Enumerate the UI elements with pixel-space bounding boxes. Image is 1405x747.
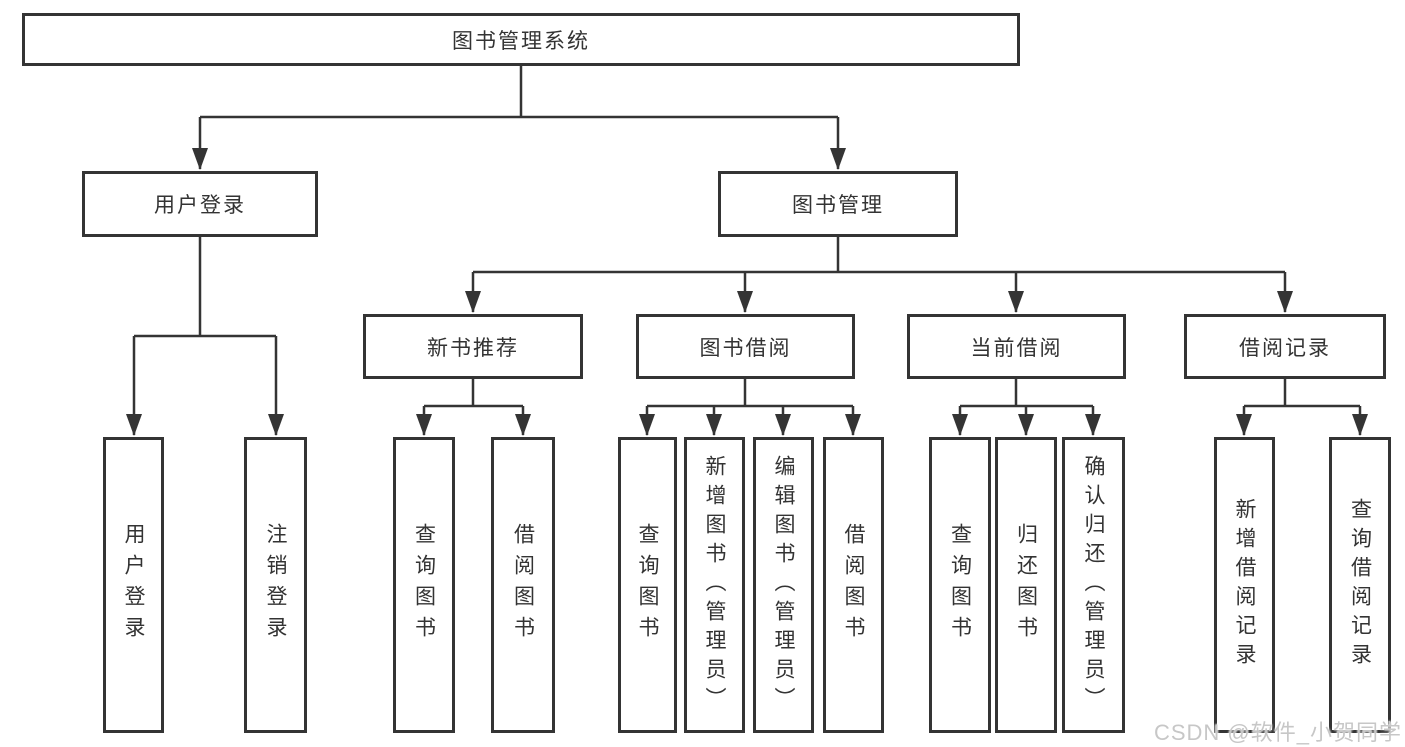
leaf-label: 用户登录	[122, 523, 146, 647]
leaf-user-login: 用户登录	[103, 437, 164, 733]
connector-book-borrow-children	[639, 379, 861, 436]
leaf-label: 新增借阅记录	[1233, 498, 1257, 672]
leaf-label: 注销登录	[264, 523, 288, 647]
connector-borrow-records-children	[1236, 379, 1368, 436]
node-user-login: 用户登录	[82, 171, 318, 237]
connector-new-books-children	[416, 379, 531, 436]
leaf-cb-return-books: 归还图书	[995, 437, 1057, 733]
leaf-cb-confirm-return-admin: 确认归还（管理员）	[1062, 437, 1125, 733]
leaf-label: 查询图书	[412, 523, 436, 647]
leaf-bb-query-books: 查询图书	[618, 437, 677, 733]
connector-book-mgmt-children	[465, 237, 1293, 313]
leaf-nb-query-books: 查询图书	[393, 437, 455, 733]
node-root: 图书管理系统	[22, 13, 1020, 66]
leaf-bb-edit-books-admin: 编辑图书（管理员）	[753, 437, 814, 733]
connector-current-borrow-children	[952, 379, 1101, 436]
leaf-label: 新增图书（管理员）	[703, 454, 727, 716]
leaf-br-add-record: 新增借阅记录	[1214, 437, 1275, 733]
leaf-label: 借阅图书	[842, 523, 866, 647]
connector-root-to-level2	[192, 66, 846, 170]
leaf-label: 查询借阅记录	[1348, 498, 1372, 672]
leaf-label: 归还图书	[1014, 523, 1038, 647]
node-borrow-records: 借阅记录	[1184, 314, 1386, 379]
node-new-book-recommend: 新书推荐	[363, 314, 583, 379]
leaf-label: 确认归还（管理员）	[1082, 454, 1106, 716]
leaf-nb-borrow-books: 借阅图书	[491, 437, 555, 733]
connector-user-login-children	[126, 237, 284, 436]
leaf-bb-add-books-admin: 新增图书（管理员）	[684, 437, 745, 733]
leaf-logout: 注销登录	[244, 437, 307, 733]
leaf-cb-query-books: 查询图书	[929, 437, 991, 733]
csdn-watermark: CSDN @软件_小贺同学	[1153, 720, 1402, 745]
node-current-borrow: 当前借阅	[907, 314, 1126, 379]
leaf-label: 编辑图书（管理员）	[772, 454, 796, 716]
leaf-br-query-record: 查询借阅记录	[1329, 437, 1391, 733]
leaf-label: 查询图书	[636, 523, 660, 647]
node-book-borrow: 图书借阅	[636, 314, 855, 379]
node-book-management: 图书管理	[718, 171, 958, 237]
leaf-label: 查询图书	[948, 523, 972, 647]
leaf-bb-borrow-books: 借阅图书	[823, 437, 884, 733]
leaf-label: 借阅图书	[511, 523, 535, 647]
